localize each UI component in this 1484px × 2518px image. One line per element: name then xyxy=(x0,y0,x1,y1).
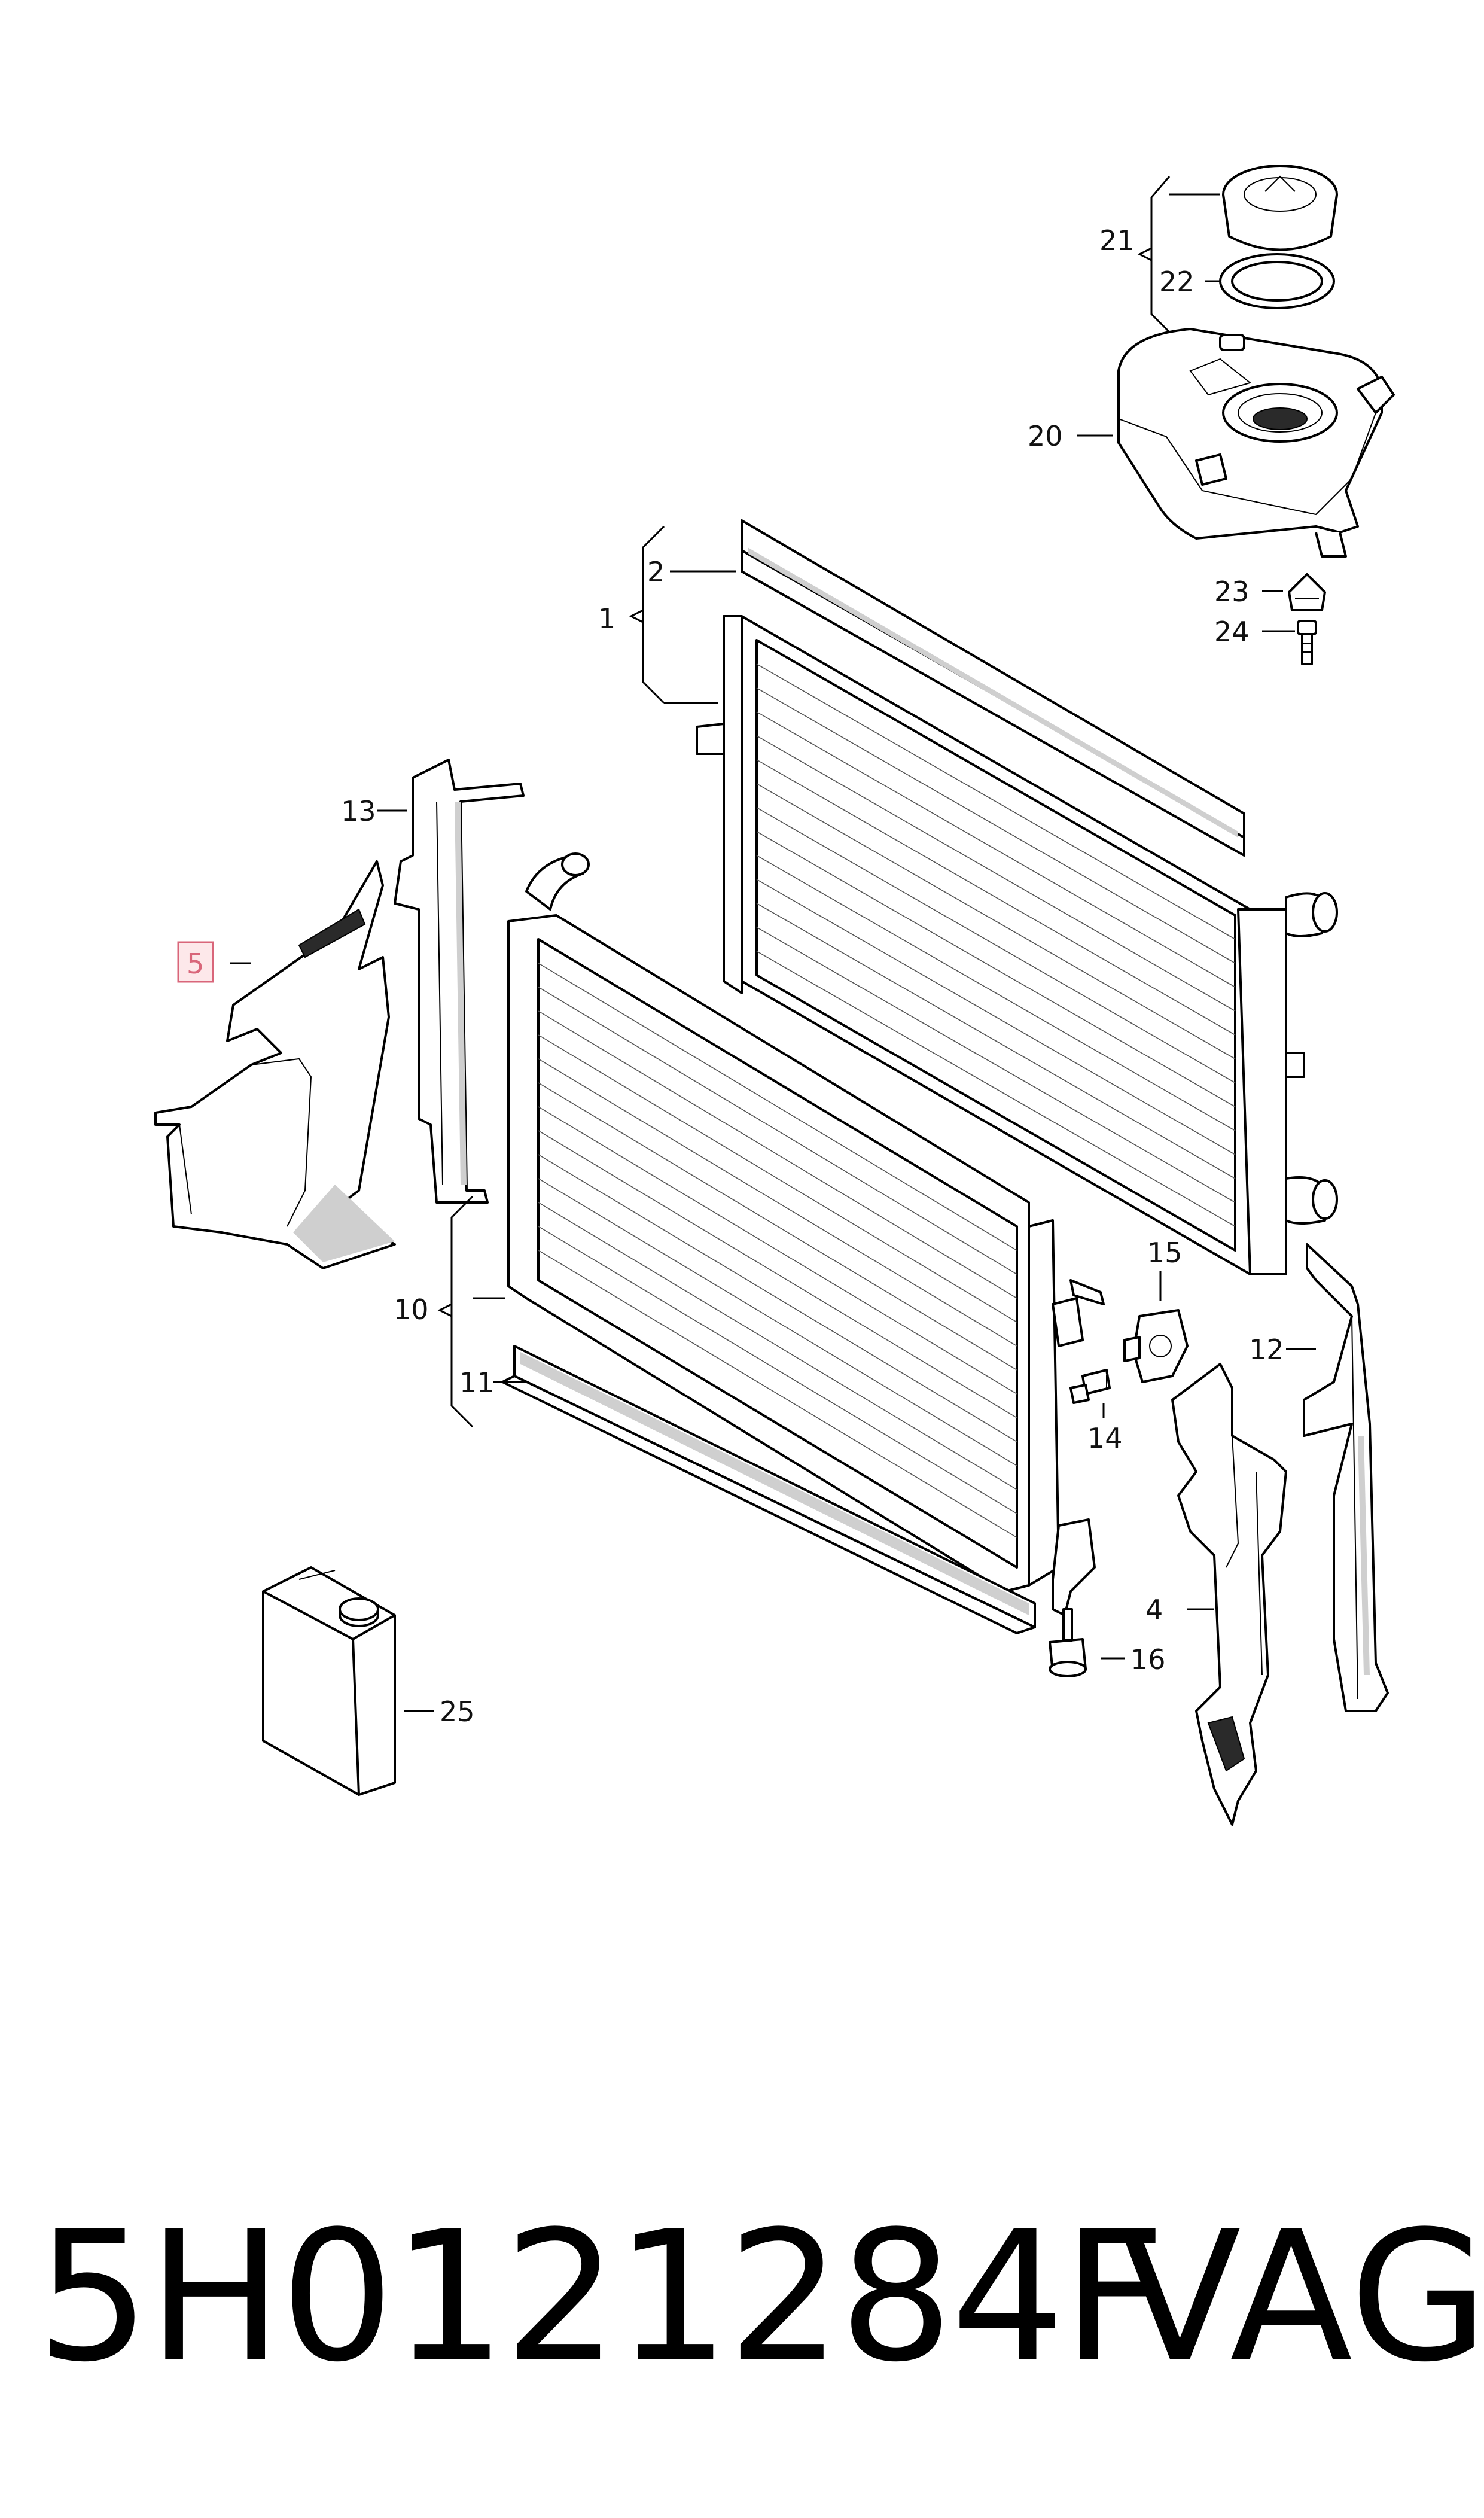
callout-21: 21 xyxy=(1099,224,1135,257)
callout-labels: 21 22 20 23 24 2 1 13 5 10 11 15 14 16 4… xyxy=(187,224,1284,1728)
left-air-guide xyxy=(154,860,396,1269)
o-ring-seal xyxy=(1219,253,1335,309)
right-air-guide xyxy=(1171,1363,1287,1826)
callout-13: 13 xyxy=(341,795,376,827)
callout-15: 15 xyxy=(1147,1237,1183,1269)
callout-22: 22 xyxy=(1159,266,1194,298)
callout-16: 16 xyxy=(1130,1643,1166,1676)
radiator-holder xyxy=(1123,1309,1189,1383)
part-number-text: 5H0121284F xyxy=(36,2193,1166,2401)
callout-23: 23 xyxy=(1214,576,1250,608)
callout-10: 10 xyxy=(394,1293,429,1326)
callout-25: 25 xyxy=(440,1695,475,1728)
upper-air-guide xyxy=(741,519,1245,857)
lower-air-guide xyxy=(501,1345,1036,1634)
mounting-bolt xyxy=(1297,620,1317,665)
callout-14: 14 xyxy=(1087,1422,1123,1454)
highlighted-callout-box xyxy=(177,941,214,983)
aux-radiator-core-fins xyxy=(538,963,1017,1538)
callout-1: 1 xyxy=(598,602,615,635)
coolant-canister xyxy=(262,1566,396,1796)
auxiliary-radiator xyxy=(507,852,1105,1616)
callout-5: 5 xyxy=(187,948,204,980)
callout-20: 20 xyxy=(1028,420,1063,452)
left-air-duct xyxy=(394,759,525,1204)
drain-plug xyxy=(1049,1608,1087,1677)
right-air-duct xyxy=(1303,1243,1389,1712)
callout-leader-lines xyxy=(230,176,1316,1712)
callout-4: 4 xyxy=(1145,1594,1163,1626)
callout-2: 2 xyxy=(647,556,665,588)
callout-12: 12 xyxy=(1249,1333,1284,1366)
callout-24: 24 xyxy=(1214,616,1250,648)
tank-screw-cap xyxy=(1288,573,1326,611)
hex-bolt xyxy=(1069,1369,1111,1404)
brand-text: VAG xyxy=(1119,2193,1484,2401)
radiator-core-fins xyxy=(756,663,1236,1227)
reservoir-cap xyxy=(1222,165,1338,251)
callout-11: 11 xyxy=(459,1366,495,1399)
coolant-expansion-tank xyxy=(1117,328,1395,558)
main-radiator xyxy=(696,615,1338,1275)
